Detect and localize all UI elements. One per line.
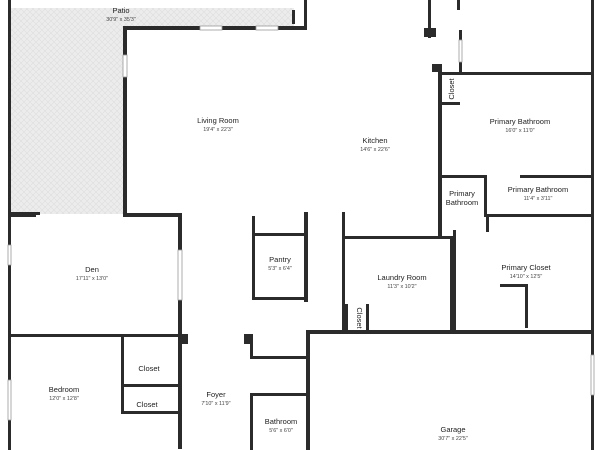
closet-bed-1-label: Closet <box>138 364 160 373</box>
primary-closet-label: Primary Closet <box>501 263 551 272</box>
kitchen-label: Kitchen <box>362 136 387 145</box>
patio-label: Patio <box>112 6 129 15</box>
living-room-dims: 19'4" x 22'3" <box>203 127 233 133</box>
pantry-dims: 5'3" x 6'4" <box>268 266 292 272</box>
walls <box>8 0 594 450</box>
primary-bathroom-2-dims: 11'4" x 3'11" <box>524 196 553 202</box>
closet-bed-2-label: Closet <box>136 400 158 409</box>
den-label: Den <box>85 265 99 274</box>
bedroom-label: Bedroom <box>49 385 79 394</box>
bathroom-label: Bathroom <box>265 417 298 426</box>
closet-laundry-label: Closet <box>355 307 364 329</box>
bathroom-dims: 5'6" x 6'0" <box>269 428 293 434</box>
foyer-dims: 7'10" x 11'9" <box>201 401 230 407</box>
windows <box>7 25 595 421</box>
primary-bathroom-dims: 16'0" x 11'0" <box>505 128 534 134</box>
primary-bathroom-2-label: Primary Bathroom <box>508 185 568 194</box>
garage-label: Garage <box>440 425 465 434</box>
bedroom-dims: 12'0" x 12'8" <box>49 396 79 402</box>
laundry-room-label: Laundry Room <box>377 273 426 282</box>
patio-area <box>8 0 295 216</box>
primary-bathroom-small-label-2: Bathroom <box>446 198 479 207</box>
closet-top-label: Closet <box>447 77 456 99</box>
kitchen-dims: 14'6" x 22'6" <box>360 147 390 153</box>
laundry-room-dims: 11'3" x 10'2" <box>387 284 416 290</box>
den-dims: 17'11" x 13'0" <box>76 276 108 282</box>
patio-dims: 30'9" x 35'3" <box>106 17 136 23</box>
living-room-label: Living Room <box>197 116 239 125</box>
pantry-label: Pantry <box>269 255 291 264</box>
primary-bathroom-small-label-1: Primary <box>449 189 475 198</box>
primary-closet-dims: 14'10" x 12'5" <box>510 274 543 280</box>
primary-bathroom-label: Primary Bathroom <box>490 117 550 126</box>
garage-dims: 30'7" x 22'5" <box>438 436 468 442</box>
room-labels: Patio 30'9" x 35'3" Living Room 19'4" x … <box>49 6 568 442</box>
foyer-label: Foyer <box>206 390 226 399</box>
